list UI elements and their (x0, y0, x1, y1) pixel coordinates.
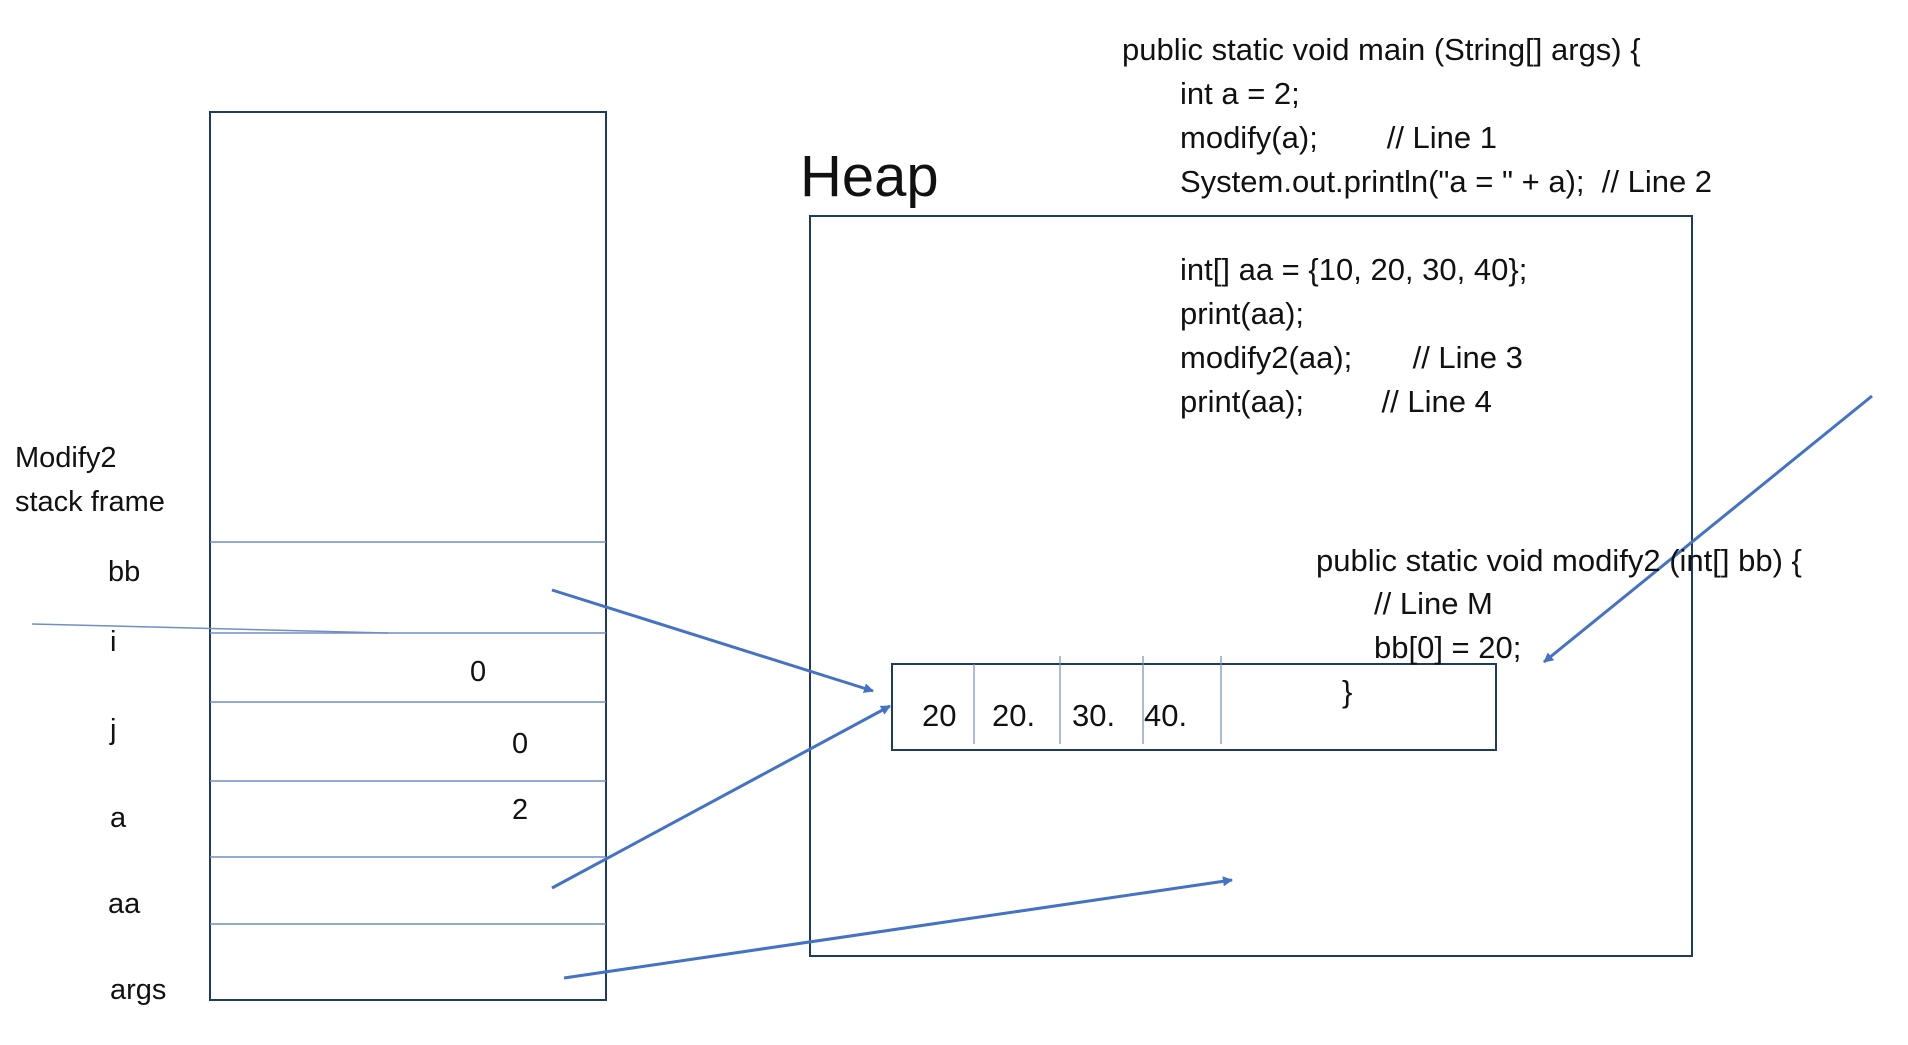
modify2-code-line: // Line M (1374, 586, 1493, 621)
stack-var-name: i (110, 626, 117, 658)
modify2-code-line: public static void modify2 (int[] bb) { (1316, 543, 1802, 578)
array-cell: 20 (922, 698, 957, 733)
stack-var-name: bb (108, 556, 141, 588)
stack-var-value: 0 (512, 728, 529, 760)
modify2-code-line: bb[0] = 20; (1374, 630, 1522, 665)
arrow-bb-to-array (551, 588, 874, 694)
stray-line (31, 623, 389, 634)
main-code-line: print(aa); // Line 4 (1180, 384, 1492, 419)
stack-var-name: j (110, 714, 117, 746)
main-code-line: modify(a); // Line 1 (1180, 120, 1498, 155)
stack-frame-box (209, 111, 607, 1001)
stack-var-name: a (110, 802, 127, 834)
stack-var-value: 0 (470, 656, 487, 688)
main-code-line: modify2(aa); // Line 3 (1180, 340, 1523, 375)
array-cell: 30. (1072, 698, 1116, 733)
stack-frame-label: Modify2 (15, 442, 117, 474)
main-code-line: print(aa); (1180, 296, 1305, 331)
main-code-line: int a = 2; (1180, 76, 1300, 111)
arrow-args-to-heap (563, 876, 1233, 980)
array-box (891, 663, 1497, 751)
main-code-line: System.out.println("a = " + a); // Line … (1180, 164, 1713, 199)
heap-box (809, 215, 1693, 957)
stack-var-name: aa (108, 888, 141, 920)
arrow-to-line-m (1543, 394, 1873, 664)
stack-var-value: 2 (512, 794, 529, 826)
heap-title: Heap (800, 144, 939, 209)
arrow-aa-to-array (551, 704, 891, 890)
main-code-line: public static void main (String[] args) … (1122, 32, 1641, 67)
stack-frame-label: stack frame (15, 486, 165, 518)
modify2-code-line: } (1342, 674, 1353, 709)
stack-var-name: args (110, 974, 167, 1006)
array-cell: 40. (1144, 698, 1188, 733)
array-cell: 20. (992, 698, 1036, 733)
main-code-line: int[] aa = {10, 20, 30, 40}; (1180, 252, 1528, 287)
